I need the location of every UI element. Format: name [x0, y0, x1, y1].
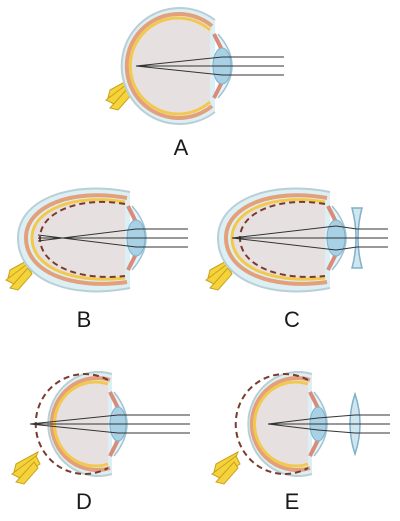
label-e: E — [285, 489, 300, 514]
iris — [326, 205, 338, 271]
label-a: A — [174, 135, 189, 160]
light-rays — [231, 225, 388, 251]
choroid-layer — [223, 193, 328, 286]
optic-nerve — [211, 451, 241, 485]
eye-e-hyperopia-corrected: E — [211, 371, 390, 514]
choroid-layer — [249, 376, 311, 472]
optic-nerve — [11, 451, 41, 485]
eye-d-hyperopia: D — [11, 371, 190, 514]
light-rays — [37, 228, 188, 248]
eye-c-myopia-corrected: C — [205, 187, 388, 332]
label-c: C — [284, 307, 300, 332]
label-b: B — [77, 307, 92, 332]
choroid-layer — [23, 193, 128, 286]
iris — [126, 205, 138, 271]
retina-layer — [30, 198, 126, 281]
normal-focus-line — [234, 373, 309, 475]
iris — [212, 33, 224, 99]
light-rays — [135, 56, 284, 76]
eye-a-normal: A — [105, 7, 284, 160]
iris — [108, 391, 120, 457]
choroid-layer — [124, 12, 214, 120]
iris — [308, 391, 320, 457]
eye-b-myopia: B — [5, 187, 188, 332]
light-rays — [267, 414, 390, 434]
light-rays — [29, 414, 190, 434]
label-d: D — [76, 489, 92, 514]
